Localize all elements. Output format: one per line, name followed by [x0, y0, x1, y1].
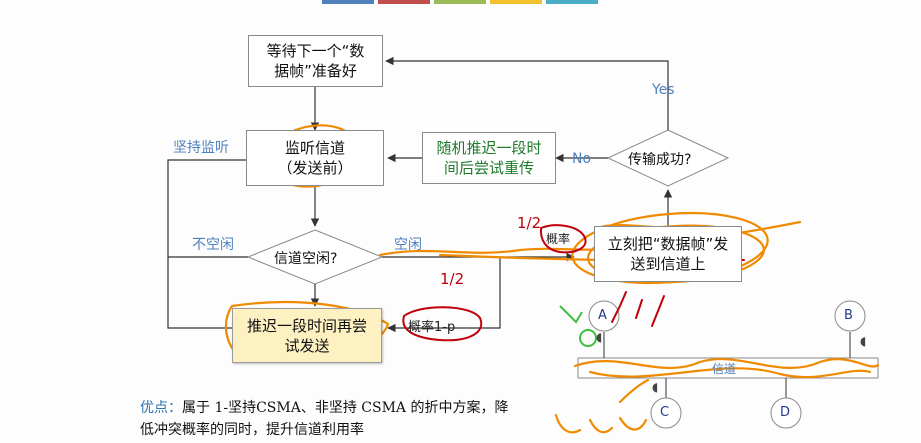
- success-question-text: 传输成功?: [628, 152, 692, 168]
- channel-label: 信道: [712, 362, 737, 376]
- no-label: No: [572, 151, 592, 167]
- ink-green: [559, 305, 597, 347]
- ear-icon-c: ◖: [652, 380, 659, 394]
- idle-label: 空闲: [394, 237, 422, 253]
- ear-icon-b: ◖: [860, 334, 867, 348]
- transmit-box: 立刻把“数据帧”发送到信道上: [594, 226, 742, 282]
- arrow-defer-to-listen: [167, 155, 263, 329]
- ear-icon-a: ◖: [596, 330, 603, 344]
- yes-label: Yes: [652, 82, 675, 98]
- wait-frame-text: 等待下一个“数据帧”准备好: [266, 42, 365, 80]
- keep-listen-label: 坚持监听: [173, 140, 229, 156]
- node-c-circle: [650, 397, 682, 429]
- node-d-label: D: [780, 405, 791, 420]
- prob-annotation: 概率: [546, 232, 571, 246]
- half-annotation-2: 1/2: [440, 270, 465, 288]
- backoff-text: 随机推迟一段时间后尝试重传: [436, 139, 542, 177]
- defer-text: 推迟一段时间再尝试发送: [246, 316, 367, 355]
- defer-box: 推迟一段时间再尝试发送: [232, 308, 382, 363]
- advantage-text: 属于 1-坚持CSMA、非坚持 CSMA 的折中方案，降低冲突概率的同时，提升信…: [140, 400, 509, 438]
- node-c-label: C: [660, 405, 670, 420]
- wait-frame-box: 等待下一个“数据帧”准备好: [248, 35, 383, 87]
- node-a-label: A: [598, 308, 607, 323]
- node-d-circle: [770, 397, 802, 429]
- listen-box: 监听信道（发送前）: [246, 130, 384, 186]
- arrow-to-defer: [387, 257, 501, 333]
- top-strip: [0, 0, 921, 8]
- node-b-label: B: [844, 308, 853, 323]
- listen-text: 监听信道（发送前）: [277, 139, 353, 177]
- success-diamond: [606, 129, 730, 187]
- node-b-circle: [834, 300, 866, 332]
- not-idle-label: 不空闲: [192, 237, 234, 253]
- arrow-yes-to-wait: [385, 56, 669, 130]
- prob-1-p-annotation: 概率1-p: [408, 320, 456, 335]
- advantage-prefix: 优点：: [140, 400, 182, 416]
- advantage-note: 优点：属于 1-坚持CSMA、非坚持 CSMA 的折中方案，降低冲突概率的同时，…: [140, 397, 520, 441]
- half-annotation-1: 1/2: [517, 214, 542, 232]
- idle-question-text: 信道空闲?: [274, 251, 338, 267]
- transmit-text: 立刻把“数据帧”发送到信道上: [607, 235, 729, 273]
- backoff-box: 随机推迟一段时间后尝试重传: [422, 132, 556, 184]
- node-a-circle: [588, 300, 620, 332]
